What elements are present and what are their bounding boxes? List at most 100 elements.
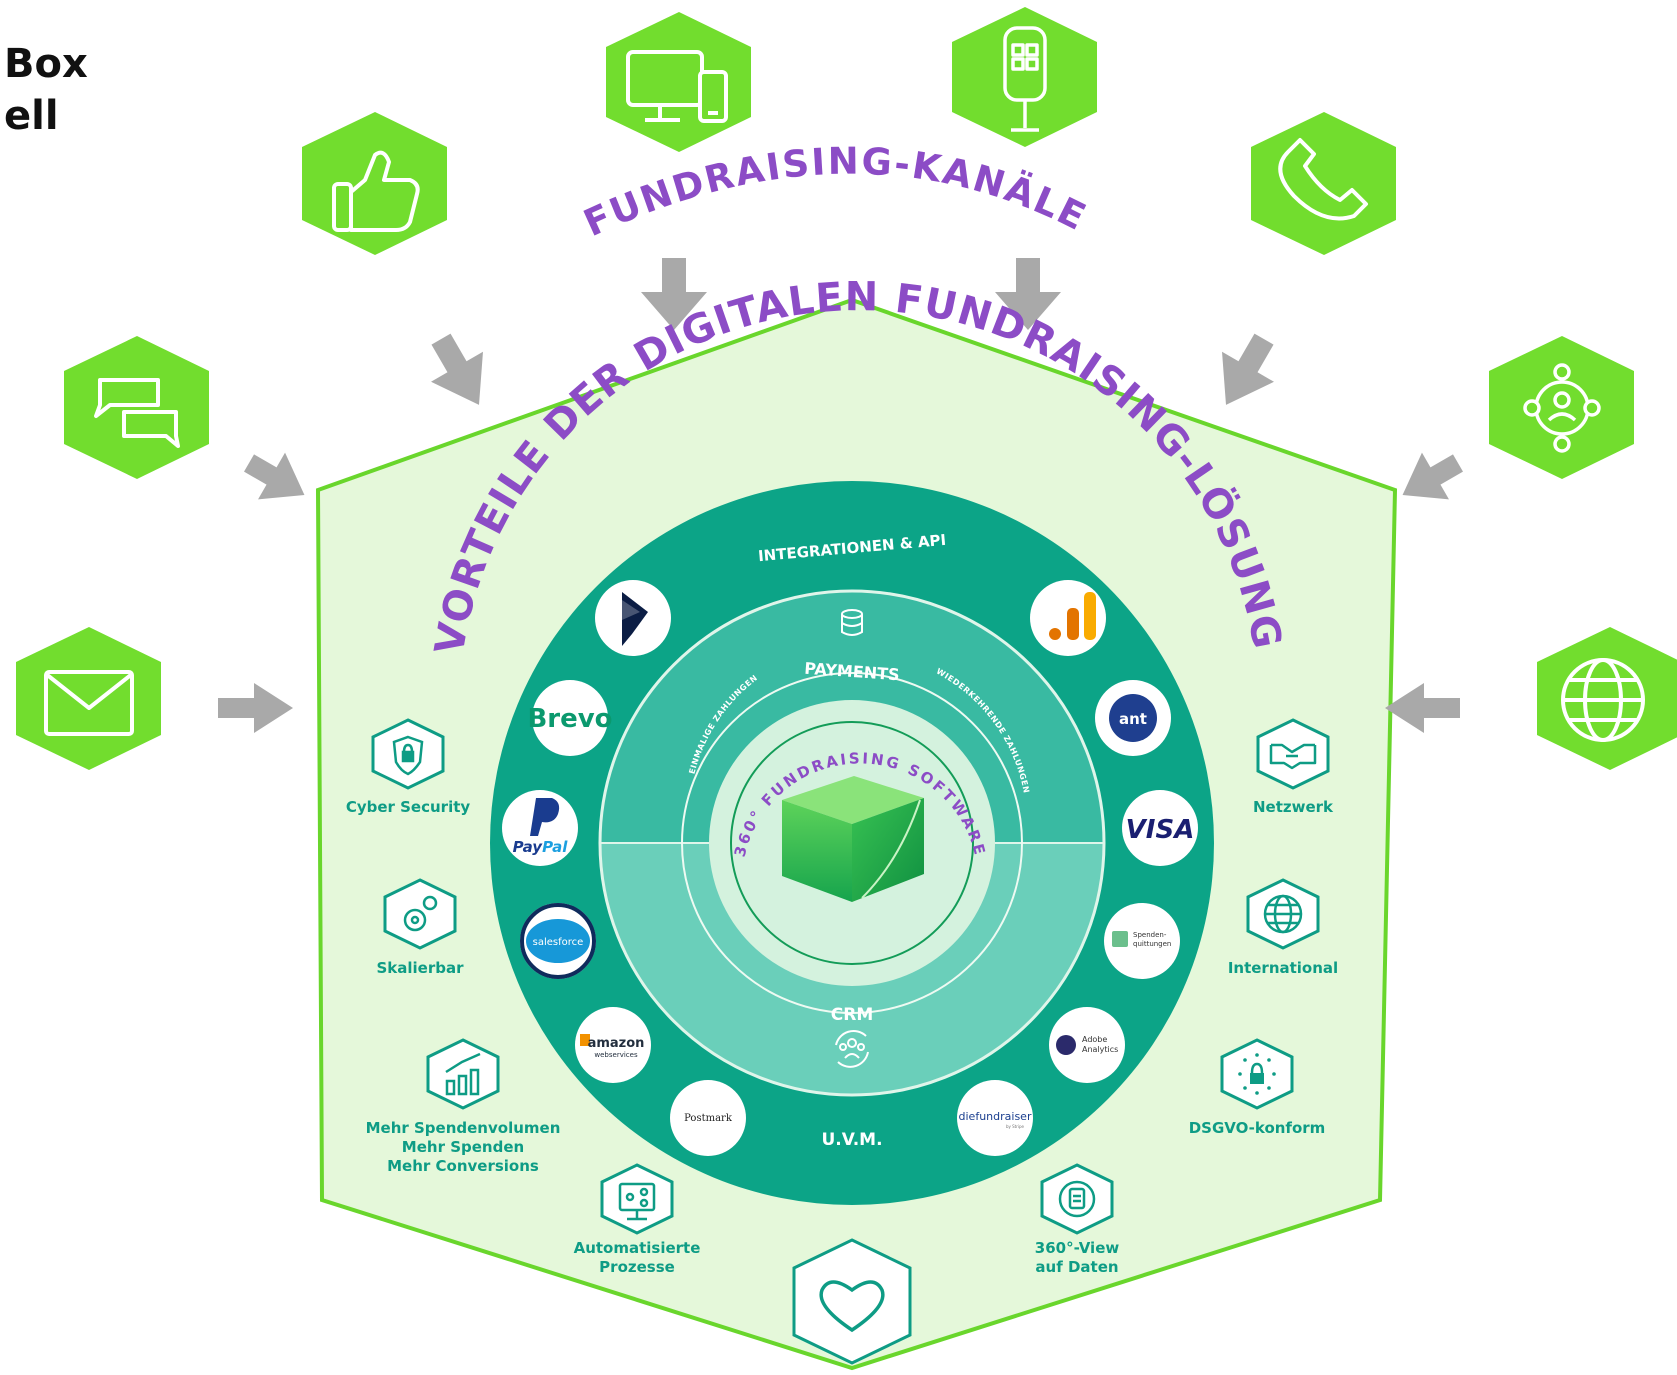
amazon-text: amazon xyxy=(588,1036,645,1051)
thumbs-up-icon xyxy=(332,150,420,232)
channel-chat[interactable] xyxy=(64,336,209,479)
channel-qr-terminal[interactable] xyxy=(952,7,1097,147)
adobe-line-2: Analytics xyxy=(1082,1045,1118,1054)
adobe-analytics-logo[interactable]: Adobe Analytics xyxy=(1049,1007,1125,1083)
channels-title: FUNDRAISING-KANÄLE xyxy=(577,140,1094,245)
spendenquittungen-logo[interactable]: Spenden- quittungen xyxy=(1104,903,1180,979)
crm-people-icon xyxy=(835,1030,869,1068)
benefit-label: Mehr Spendenvolumen xyxy=(366,1119,561,1137)
benefit-label: International xyxy=(1228,959,1338,977)
arrow-icon xyxy=(641,258,707,330)
diefundraiser-text: diefundraiser xyxy=(959,1110,1032,1123)
arrow-icon xyxy=(1222,333,1274,405)
benefit-360-view: 360°-View auf Daten xyxy=(1035,1163,1120,1276)
benefit-label: DSGVO-konform xyxy=(1189,1119,1326,1137)
header-line-1: Box xyxy=(4,41,88,87)
channel-hexagons xyxy=(16,7,1677,770)
brevo-text: Brevo xyxy=(527,704,612,734)
phone-icon xyxy=(1278,138,1368,221)
adobe-line-1: Adobe xyxy=(1082,1035,1107,1044)
paypal-icon xyxy=(530,798,560,836)
arrow-icon xyxy=(1385,683,1460,733)
arrow-icon xyxy=(218,683,293,733)
visa-text: VISA xyxy=(1126,815,1195,845)
paypal-text: PayPal xyxy=(513,838,569,856)
ant-text: ant xyxy=(1119,710,1147,728)
postmark-logo[interactable]: Postmark xyxy=(670,1080,746,1156)
amazon-sub-text: webservices xyxy=(594,1051,638,1059)
benefit-label: Skalierbar xyxy=(376,959,464,977)
benefit-automatisierte-prozesse: Automatisierte Prozesse xyxy=(574,1163,701,1276)
benefit-mehr-spenden: Mehr Spendenvolumen Mehr Spenden Mehr Co… xyxy=(366,1038,561,1175)
heart-icon xyxy=(819,1280,885,1333)
salesforce-text: salesforce xyxy=(533,937,584,948)
qr-terminal-icon xyxy=(1003,26,1047,132)
shield-lock-icon xyxy=(392,735,424,776)
benefit-cyber-security: Cyber Security xyxy=(346,718,471,816)
monitor-workflow-icon xyxy=(618,1182,656,1221)
monitor-mobile-icon xyxy=(626,50,728,123)
brevo-logo[interactable]: Brevo xyxy=(527,680,613,756)
adobe-analytics-icon xyxy=(1056,1035,1076,1055)
channel-phone[interactable] xyxy=(1251,112,1396,255)
benefit-label: Prozesse xyxy=(599,1258,675,1276)
channel-arrows xyxy=(218,258,1463,733)
aws-box-icon xyxy=(580,1034,590,1046)
arrow-icon xyxy=(1402,452,1463,500)
gears-icon xyxy=(403,895,438,932)
benefit-heart xyxy=(792,1238,912,1365)
benefit-skalierbar: Skalierbar xyxy=(376,878,464,977)
channel-mail[interactable] xyxy=(16,627,161,770)
paypal-logo[interactable]: PayPal xyxy=(502,790,578,866)
database-icon xyxy=(841,609,863,636)
spenden-line-1: Spenden- xyxy=(1133,931,1167,939)
globe-icon xyxy=(1263,894,1303,934)
channel-network[interactable] xyxy=(1489,336,1634,479)
analytics-logo[interactable] xyxy=(1030,580,1106,656)
benefit-label: Netzwerk xyxy=(1253,798,1334,816)
salesforce-logo[interactable]: salesforce xyxy=(520,903,596,979)
benefit-international: International xyxy=(1228,878,1338,977)
google-analytics-icon xyxy=(1049,592,1096,640)
clipboard-cycle-icon xyxy=(1058,1180,1096,1218)
postmark-text: Postmark xyxy=(684,1113,733,1124)
arrow-icon xyxy=(995,258,1061,330)
benefit-items: Cyber Security Skalierbar Mehr Spendenvo… xyxy=(346,718,1338,1365)
benefit-label: Mehr Conversions xyxy=(387,1157,539,1175)
mail-icon xyxy=(44,670,134,736)
globe-icon xyxy=(1561,658,1645,742)
arrow-icon xyxy=(244,452,305,500)
receipt-icon xyxy=(1112,931,1128,947)
visa-logo[interactable]: VISA xyxy=(1122,790,1198,866)
integration-logos: Brevo ant PayPal VISA salesforce xyxy=(502,580,1198,1156)
dynamics-logo[interactable] xyxy=(595,580,671,656)
header-line-2: ell xyxy=(4,93,59,139)
benefit-netzwerk: Netzwerk xyxy=(1253,718,1334,816)
software-cube-icon xyxy=(782,776,924,902)
diefundraiser-sub-text: by Stripe xyxy=(1006,1124,1025,1129)
channel-globe[interactable] xyxy=(1537,627,1677,770)
spenden-line-2: quittungen xyxy=(1133,940,1171,948)
handshake-icon xyxy=(1269,743,1317,770)
bar-chart-growth-icon xyxy=(445,1052,481,1096)
channel-monitor-mobile[interactable] xyxy=(606,12,751,152)
channel-thumbs-up[interactable] xyxy=(302,112,447,255)
benefit-label: Cyber Security xyxy=(346,798,471,816)
arrow-icon xyxy=(431,333,483,405)
dynamics-logo-icon xyxy=(622,592,648,646)
ring-bottom-label: U.V.M. xyxy=(821,1130,882,1150)
benefit-dsgvo: DSGVO-konform xyxy=(1189,1038,1326,1137)
amazon-logo[interactable]: amazon webservices xyxy=(575,1007,651,1083)
diefundraiser-logo[interactable]: diefundraiser by Stripe xyxy=(957,1080,1033,1156)
ant-logo[interactable]: ant xyxy=(1095,680,1171,756)
benefit-label: Automatisierte xyxy=(574,1239,701,1257)
benefit-label: Mehr Spenden xyxy=(402,1138,524,1156)
chat-icon xyxy=(94,378,180,448)
header-title: Box ell xyxy=(4,38,88,142)
benefit-label: 360°-View xyxy=(1035,1239,1120,1257)
network-person-icon xyxy=(1523,363,1601,453)
benefit-label: auf Daten xyxy=(1035,1258,1118,1276)
eu-lock-icon xyxy=(1238,1053,1276,1095)
crm-label: CRM xyxy=(831,1005,873,1025)
